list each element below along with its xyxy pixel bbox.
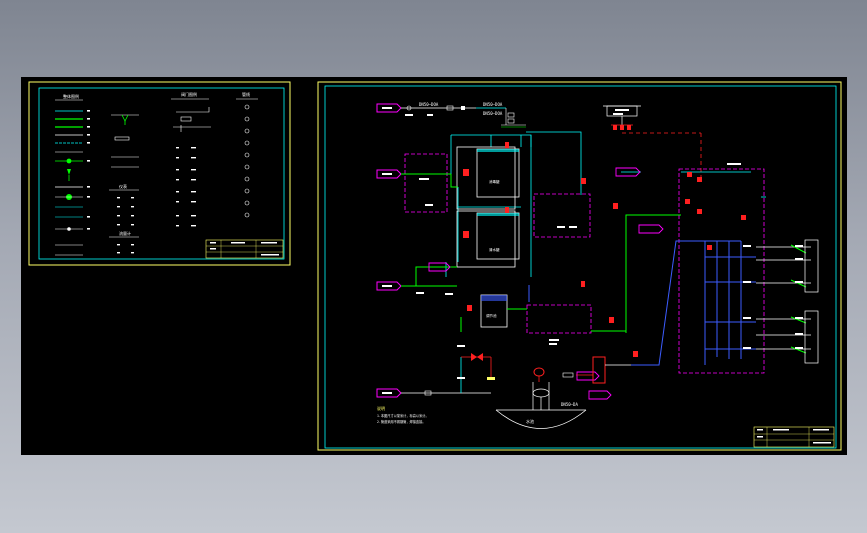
legend-col4-symbols xyxy=(244,104,250,218)
main-sheet-outer-frame xyxy=(317,81,842,451)
notes-title: 说明 xyxy=(377,405,385,411)
main-sheet-inner-frame xyxy=(324,85,837,449)
legend-sheet-inner-frame xyxy=(38,87,285,260)
legend-title-block xyxy=(205,239,284,259)
outlet-panels xyxy=(804,239,819,364)
legend-col2-symbols xyxy=(111,114,139,168)
top-line-tag-2: DN50—DOA xyxy=(483,102,503,107)
red-vessel xyxy=(562,356,631,384)
lower-left-branch xyxy=(401,353,495,396)
blue-process-lines xyxy=(528,240,756,366)
cad-drawing[interactable]: 整体图例 xyxy=(21,77,847,455)
legend-col2-rows xyxy=(117,197,134,226)
legend-col2-header: 阀门图例 xyxy=(181,91,197,97)
legend-col3-header: 管线 xyxy=(242,91,250,97)
pool-label: 水池 xyxy=(526,418,534,424)
pool-structure: 水池 DN50—DA xyxy=(495,367,587,429)
red-valve-markers xyxy=(463,142,746,357)
scattered-tags xyxy=(405,113,741,379)
legend-sheet: 整体图例 xyxy=(28,81,291,266)
green-process-lines xyxy=(401,173,681,333)
legend-col3-symbols xyxy=(173,107,211,132)
note-2: 2.管道采用不锈钢管，焊接连接。 xyxy=(377,419,425,424)
legend-col1-header: 整体图例 xyxy=(63,93,79,99)
top-inlet-line: DN50—DOA DN50—DOA DN50—DOA xyxy=(401,102,526,128)
bottom-line-tag: DN50—DA xyxy=(561,402,578,407)
cyan-process-lines xyxy=(445,131,766,277)
tank-group-upper: 消毒罐 xyxy=(456,146,520,210)
distribution-green-ticks xyxy=(790,244,807,354)
top-line-tag-3: DN50—DOA xyxy=(483,111,503,116)
legend-col3-rows xyxy=(176,147,196,227)
inlet-tags xyxy=(376,103,402,398)
main-title-block xyxy=(753,426,835,448)
main-sheet: DN50—DOA DN50—DOA DN50—DOA xyxy=(317,81,842,451)
legend-col1-symbols xyxy=(55,110,83,256)
outlet-markers xyxy=(743,245,803,349)
legend-sheet-outer-frame xyxy=(28,81,291,266)
tank-small: 调节池 xyxy=(480,294,508,328)
legend-section2-header: 流量计 xyxy=(119,230,131,236)
legend-col1-tags xyxy=(87,110,90,230)
tank-2-label: 清水罐 xyxy=(489,247,500,252)
tank-1-label: 消毒罐 xyxy=(489,179,500,184)
drawing-viewport[interactable]: 整体图例 xyxy=(21,77,847,455)
notes-block: 说明 1.本图尺寸以毫米计，标高以米计。 2.管道采用不锈钢管，焊接连接。 xyxy=(377,405,429,424)
top-line-tag-1: DN50—DOA xyxy=(419,102,439,107)
note-1: 1.本图尺寸以毫米计，标高以米计。 xyxy=(377,413,429,418)
legend-section-header: 仪表 xyxy=(119,183,127,189)
magenta-equipment-boxes xyxy=(404,153,765,374)
top-red-equipment xyxy=(603,105,702,177)
tank-3-label: 调节池 xyxy=(486,313,497,318)
tank-group-lower: 清水罐 xyxy=(456,210,520,268)
side-magenta-tags xyxy=(428,167,664,400)
